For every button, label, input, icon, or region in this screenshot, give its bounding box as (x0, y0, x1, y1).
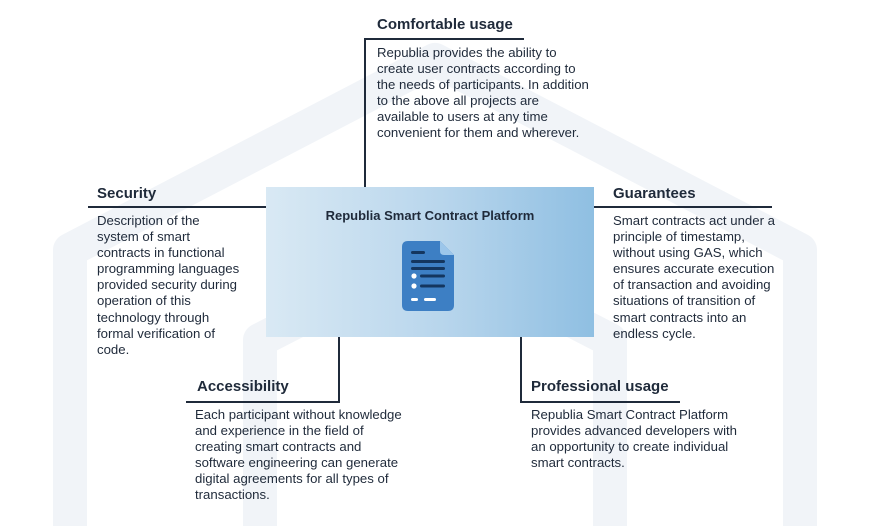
text-line: smart contracts into an (613, 309, 747, 325)
text-line: without using GAS, which (613, 245, 763, 261)
connector-accessibility (338, 337, 340, 402)
text-line: create user contracts according to (377, 61, 576, 77)
document-icon (402, 241, 454, 311)
text-line: Each participant without knowledge (195, 407, 402, 422)
connector-professional-underline (520, 401, 680, 403)
connector-comfortable (364, 38, 366, 188)
text-line: of transaction and avoiding (613, 277, 771, 293)
text-line: available to users at any time (377, 109, 548, 125)
text-line: provided security during (97, 277, 238, 293)
security-text: Description of the system of smart contr… (97, 213, 265, 358)
security-heading: Security (97, 185, 157, 202)
text-line: contracts in functional (97, 245, 225, 261)
text-line: code. (97, 341, 130, 357)
text-line: system of smart (97, 229, 191, 245)
accessibility-text: Each participant without knowledge and e… (195, 407, 445, 504)
guarantees-text: Smart contracts act under a principle of… (613, 213, 813, 342)
connector-guarantees-underline (594, 206, 772, 208)
guarantees-heading: Guarantees (613, 185, 696, 202)
text-line: programming languages (97, 261, 240, 277)
text-line: operation of this (97, 293, 191, 309)
connector-professional (520, 337, 522, 402)
platform-title: Republia Smart Contract Platform (325, 208, 535, 223)
comfortable-usage-heading: Comfortable usage (377, 16, 513, 33)
professional-usage-heading: Professional usage (531, 378, 669, 395)
text-line: technology through (97, 309, 210, 325)
text-line: software engineering can generate (195, 455, 399, 471)
text-line: the needs of participants. In addition (377, 77, 589, 93)
text-line: Description of the (97, 213, 200, 228)
connector-accessibility-underline (186, 401, 340, 403)
text-line: and experience in the field of (195, 423, 364, 439)
text-line: digital agreements for all types of (195, 471, 389, 487)
connector-comfortable-underline (364, 38, 524, 40)
comfortable-usage-text: Republia provides the ability to create … (377, 45, 637, 142)
text-line: Smart contracts act under a (613, 213, 775, 228)
text-line: smart contracts. (531, 455, 625, 471)
connector-security-underline (88, 206, 268, 208)
platform-box: Republia Smart Contract Platform (266, 187, 594, 337)
text-line: provides advanced developers with (531, 423, 737, 439)
text-line: Republia provides the ability to (377, 45, 557, 60)
text-line: ensures accurate execution (613, 261, 775, 277)
text-line: principle of timestamp, (613, 229, 745, 245)
text-line: formal verification of (97, 325, 215, 341)
text-line: situations of transition of (613, 293, 756, 309)
text-line: an opportunity to create individual (531, 439, 729, 455)
text-line: creating smart contracts and (195, 439, 362, 455)
text-line: transactions. (195, 487, 270, 503)
accessibility-heading: Accessibility (197, 378, 289, 395)
text-line: endless cycle. (613, 325, 696, 341)
text-line: Republia Smart Contract Platform (531, 407, 729, 422)
text-line: to the above all projects are (377, 93, 540, 109)
professional-usage-text: Republia Smart Contract Platform provide… (531, 407, 781, 471)
text-line: convenient for them and wherever. (377, 125, 580, 141)
